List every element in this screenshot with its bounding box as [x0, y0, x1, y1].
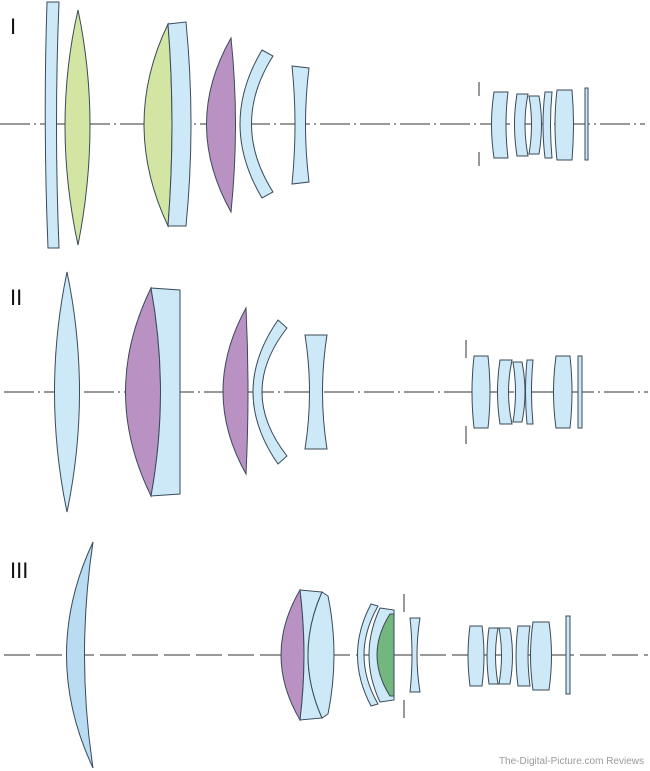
lens-element: [304, 334, 328, 450]
lens-element: [514, 93, 529, 157]
lens-element: [357, 603, 379, 707]
lens-element: [376, 613, 395, 697]
lens-element: [252, 319, 288, 465]
lens-element: [530, 621, 552, 691]
lens-element: [498, 627, 513, 685]
lens-element: [206, 36, 236, 214]
lens-element: [486, 627, 499, 685]
panel-3-label: III: [10, 558, 28, 583]
panel-2: II: [4, 271, 648, 513]
lens-element: [467, 625, 485, 687]
panel-1: I: [0, 1, 645, 249]
lens-element: [409, 617, 421, 693]
lens-element: [525, 359, 534, 425]
lens-element: [143, 22, 173, 228]
lens-element: [167, 21, 192, 227]
panel-2-label: II: [10, 285, 22, 310]
lens-element: [515, 625, 531, 687]
watermark-text: The-Digital-Picture.com Reviews: [499, 756, 644, 767]
lens-element: [471, 355, 491, 429]
lens-element: [554, 89, 574, 161]
lens-element: [64, 9, 91, 246]
lens-element: [553, 355, 573, 429]
lens-element: [150, 287, 181, 497]
lens-element: [491, 91, 509, 159]
lens-element: [565, 615, 571, 695]
lens-element: [239, 49, 274, 199]
lens-element: [584, 87, 589, 161]
lens-element: [54, 271, 80, 513]
lens-element: [291, 65, 310, 185]
lens-element: [280, 588, 305, 722]
panel-3: III: [4, 541, 648, 769]
lens-element: [542, 91, 553, 159]
lens-element: [44, 1, 60, 249]
panel-1-label: I: [10, 14, 16, 39]
lens-element: [66, 541, 94, 769]
lens-element: [528, 95, 542, 155]
lens-element: [497, 359, 513, 425]
lens-element: [125, 286, 161, 498]
lens-element: [307, 591, 335, 719]
lens-element: [222, 306, 249, 476]
lens-element: [512, 361, 526, 423]
lens-element: [577, 355, 583, 429]
